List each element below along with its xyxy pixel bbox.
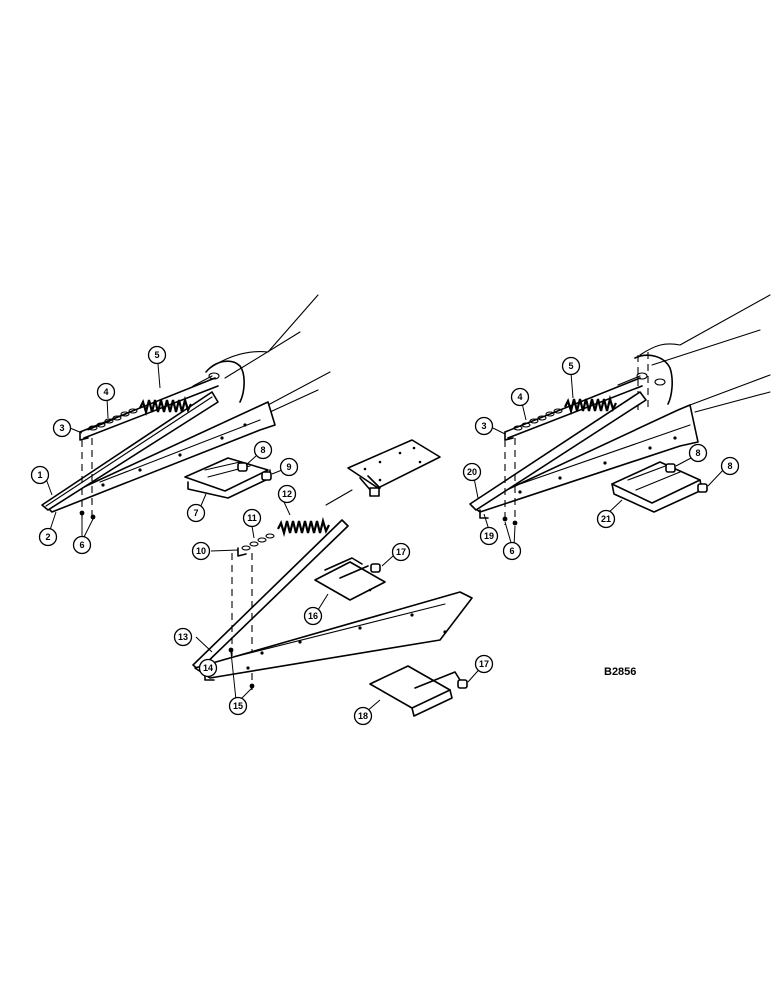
mount-bracket xyxy=(184,457,269,492)
svg-text:7: 7 xyxy=(193,508,198,518)
hood-end xyxy=(634,354,673,405)
svg-text:4: 4 xyxy=(517,392,522,402)
callout-12: 12 xyxy=(277,484,297,504)
spring xyxy=(277,516,330,538)
svg-text:5: 5 xyxy=(568,361,573,371)
svg-text:14: 14 xyxy=(203,663,213,673)
svg-text:8: 8 xyxy=(727,461,732,471)
callout-15: 15 xyxy=(228,696,248,716)
callout-11: 11 xyxy=(242,508,262,528)
callout-8: 8 xyxy=(688,443,708,463)
top-plate xyxy=(347,439,441,489)
callout-21: 21 xyxy=(596,509,616,529)
callout-19: 19 xyxy=(479,526,499,546)
header-tube-outline xyxy=(639,294,771,356)
callout-6: 6 xyxy=(72,535,92,555)
spring xyxy=(564,394,617,416)
assembly-left xyxy=(41,294,331,520)
callout-13: 13 xyxy=(173,627,193,647)
callout-2: 2 xyxy=(38,527,58,547)
svg-text:19: 19 xyxy=(484,531,494,541)
callout-8: 8 xyxy=(720,456,740,476)
callout-9: 9 xyxy=(279,457,299,477)
header-tube-outline xyxy=(689,374,771,406)
assembly-right xyxy=(469,294,771,526)
svg-text:8: 8 xyxy=(695,448,700,458)
callout-1: 1 xyxy=(30,465,50,485)
svg-text:13: 13 xyxy=(178,632,188,642)
svg-text:6: 6 xyxy=(79,540,84,550)
chain-links xyxy=(513,408,563,431)
callout-16: 16 xyxy=(303,606,323,626)
svg-text:3: 3 xyxy=(59,423,64,433)
callout-17: 17 xyxy=(474,654,494,674)
header-tube-outline xyxy=(224,331,301,379)
divider-plate xyxy=(44,401,276,513)
callout-5: 5 xyxy=(561,356,581,376)
svg-text:18: 18 xyxy=(358,711,368,721)
svg-text:11: 11 xyxy=(247,513,257,523)
svg-text:17: 17 xyxy=(479,659,489,669)
header-tube-outline xyxy=(651,329,761,366)
svg-text:3: 3 xyxy=(481,421,486,431)
svg-text:6: 6 xyxy=(509,546,514,556)
svg-text:16: 16 xyxy=(308,611,318,621)
svg-text:9: 9 xyxy=(286,462,291,472)
callout-14: 14 xyxy=(198,658,218,678)
callout-3: 3 xyxy=(52,418,72,438)
svg-text:15: 15 xyxy=(233,701,243,711)
mount-bracket xyxy=(369,665,451,709)
callout-17: 17 xyxy=(391,542,411,562)
callout-4: 4 xyxy=(96,382,116,402)
leader-lines xyxy=(44,363,726,713)
chain xyxy=(87,407,141,431)
callout-6: 6 xyxy=(502,541,522,561)
chain-links xyxy=(241,533,275,551)
callout-3: 3 xyxy=(474,416,494,436)
divider-plate xyxy=(194,591,473,679)
svg-text:8: 8 xyxy=(260,445,265,455)
assembly-center xyxy=(192,439,473,717)
callout-5: 5 xyxy=(147,345,167,365)
mount-bracket xyxy=(314,561,386,601)
drawing-code: B2856 xyxy=(604,666,636,678)
hood-end xyxy=(205,360,245,403)
callout-20: 20 xyxy=(462,462,482,482)
divider-rod xyxy=(469,391,647,511)
svg-text:17: 17 xyxy=(396,547,406,557)
callout-8: 8 xyxy=(253,440,273,460)
header-tube-outline xyxy=(267,371,331,406)
header-tube-outline xyxy=(694,391,771,413)
svg-text:20: 20 xyxy=(467,467,477,477)
svg-text:1: 1 xyxy=(37,470,42,480)
svg-text:21: 21 xyxy=(601,514,611,524)
callout-10: 10 xyxy=(191,541,211,561)
svg-text:5: 5 xyxy=(154,350,159,360)
callout-18: 18 xyxy=(353,706,373,726)
callout-4: 4 xyxy=(510,387,530,407)
svg-text:4: 4 xyxy=(103,387,108,397)
svg-text:10: 10 xyxy=(196,546,206,556)
header-tube-outline xyxy=(269,389,319,413)
chain-links xyxy=(88,408,138,431)
callout-7: 7 xyxy=(186,503,206,523)
svg-text:2: 2 xyxy=(45,532,50,542)
header-tube-outline xyxy=(209,294,319,369)
spring xyxy=(139,395,192,417)
svg-text:12: 12 xyxy=(282,489,292,499)
